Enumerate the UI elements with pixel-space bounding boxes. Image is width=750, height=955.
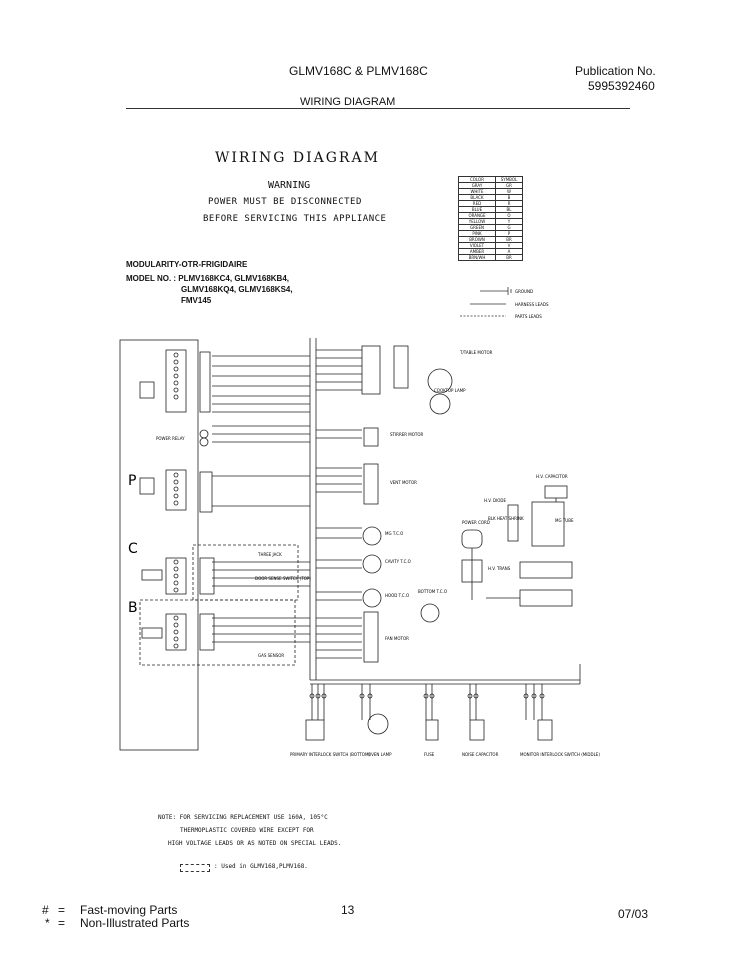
- connector-pin: [173, 636, 179, 642]
- footer-date: 07/03: [618, 907, 649, 921]
- switch-contact: [359, 693, 365, 699]
- switch-contact: [429, 693, 435, 699]
- label-noise-capacitor: NOISE CAPACITOR: [462, 752, 499, 757]
- note-line-1: NOTE: FOR SERVICING REPLACEMENT USE 160A…: [158, 814, 328, 821]
- label-bottom-tco: BOTTOM T.C.O: [418, 589, 447, 594]
- connector-pin: [173, 380, 179, 386]
- warning-line-2: BEFORE SERVICING THIS APPLIANCE: [203, 214, 387, 224]
- diagram-title: WIRING DIAGRAM: [215, 150, 380, 166]
- label-hv-capacitor: H.V. CAPACITOR: [536, 474, 568, 479]
- model-line-1: MODEL NO. : PLMV168KC4, GLMV168KB4,: [126, 274, 289, 283]
- connector-pin: [173, 373, 179, 379]
- switch-contact: [367, 693, 373, 699]
- page-number: 13: [341, 903, 355, 917]
- connector-pin: [173, 629, 179, 635]
- fast-moving-symbol: #: [42, 903, 49, 917]
- label-hood-tco: HOOD T.C.O: [385, 593, 409, 598]
- warning-title: WARNING: [268, 180, 311, 191]
- fast-moving-label: Fast-moving Parts: [80, 903, 178, 917]
- switch-contact: [321, 693, 327, 699]
- board-letter-p: P: [128, 473, 136, 489]
- switch-contact: [473, 693, 479, 699]
- connector-pin: [173, 486, 179, 492]
- connector-pin: [173, 479, 179, 485]
- non-illustrated-symbol: *: [45, 916, 50, 930]
- label-turntable-motor: T/TABLE MOTOR: [459, 350, 493, 355]
- connector-pin: [173, 622, 179, 628]
- label-primary-switch: PRIMARY INTERLOCK SWITCH (BOTTOM): [290, 752, 370, 757]
- label-blk-heat-shrink: BLK HEAT SHRINK: [488, 516, 524, 521]
- label-oven-lamp: OVEN LAMP: [368, 752, 392, 757]
- connector-pin: [173, 493, 179, 499]
- legend-harness: HARNESS LEADS: [515, 302, 549, 307]
- label-cooktop-lamp: COOKTOP LAMP: [434, 388, 466, 393]
- switch-contact: [531, 693, 537, 699]
- label-hv-diode: H.V. DIODE: [484, 498, 506, 503]
- connector-pin: [173, 580, 179, 586]
- label-stirrer-motor: STIRRER MOTOR: [390, 432, 423, 437]
- fast-moving-eq: =: [58, 903, 66, 917]
- connector-pin: [173, 472, 179, 478]
- switch-contact: [523, 693, 529, 699]
- connector-pin: [173, 566, 179, 572]
- used-in-symbol: [180, 864, 210, 872]
- connector-pin: [173, 500, 179, 506]
- color-symbol-cell: BR: [495, 254, 523, 261]
- switch-contact: [467, 693, 473, 699]
- connector-pin: [173, 587, 179, 593]
- legend-parts: PARTS LEADS: [515, 314, 542, 319]
- connector-pin: [173, 352, 179, 358]
- board-letter-b: B: [128, 600, 138, 616]
- connector-pin: [173, 615, 179, 621]
- label-door-sense-switch: DOOR SENSE SWITCH (TOP): [255, 576, 311, 581]
- switch-contact: [423, 693, 429, 699]
- non-illustrated-eq: =: [58, 916, 66, 930]
- label-cavity-tco: CAVITY T.C.O: [385, 559, 411, 564]
- note-line-3: HIGH VOLTAGE LEADS OR AS NOTED ON SPECIA…: [168, 840, 342, 847]
- connector-pin: [173, 559, 179, 565]
- lead-legend: GROUND HARNESS LEADS PARTS LEADS: [460, 287, 549, 319]
- label-power-cord: POWER CORD: [462, 520, 490, 525]
- label-fuse: FUSE: [424, 752, 435, 757]
- model-line-2: GLMV168KQ4, GLMV168KS4,: [181, 285, 293, 294]
- label-fan-motor: FAN MOTOR: [385, 636, 409, 641]
- header-rule: [126, 108, 630, 109]
- connector-pin: [173, 643, 179, 649]
- switch-contact: [309, 693, 315, 699]
- board-letter-c: C: [128, 541, 138, 557]
- label-mg-tube: MG TUBE: [555, 518, 574, 523]
- publication-label: Publication No.: [575, 64, 656, 78]
- label-vent-motor: VENT MOTOR: [390, 480, 417, 485]
- used-in-note: : Used in GLMV168,PLMV168.: [214, 863, 308, 870]
- connector-pin: [173, 394, 179, 400]
- switch-contact: [539, 693, 545, 699]
- modularity-label: MODULARITY-OTR-FRIGIDAIRE: [126, 260, 248, 269]
- label-mg-tco: MG T.C.O: [385, 531, 403, 536]
- label-power-relay: POWER RELAY: [156, 436, 185, 441]
- label-monitor-switch: MONITOR INTERLOCK SWITCH (MIDDLE): [520, 752, 600, 757]
- label-gas-sensor: GAS SENSOR: [258, 653, 284, 658]
- note-line-2: THERMOPLASTIC COVERED WIRE EXCEPT FOR: [180, 827, 314, 834]
- label-three-jack: THREE JACK: [257, 552, 282, 557]
- non-illustrated-label: Non-Illustrated Parts: [80, 916, 190, 930]
- warning-line-1: POWER MUST BE DISCONNECTED: [208, 197, 362, 207]
- connector-pin: [173, 359, 179, 365]
- label-hv-trans: H.V. TRANS: [488, 566, 511, 571]
- connector-pin: [173, 573, 179, 579]
- switch-contact: [315, 693, 321, 699]
- connector-pin: [173, 387, 179, 393]
- publication-number: 5995392460: [588, 79, 655, 93]
- model-header: GLMV168C & PLMV168C: [289, 64, 428, 78]
- model-line-3: FMV145: [181, 296, 212, 305]
- connector-pin: [173, 366, 179, 372]
- section-title: WIRING DIAGRAM: [300, 96, 396, 108]
- legend-ground: GROUND: [515, 289, 533, 294]
